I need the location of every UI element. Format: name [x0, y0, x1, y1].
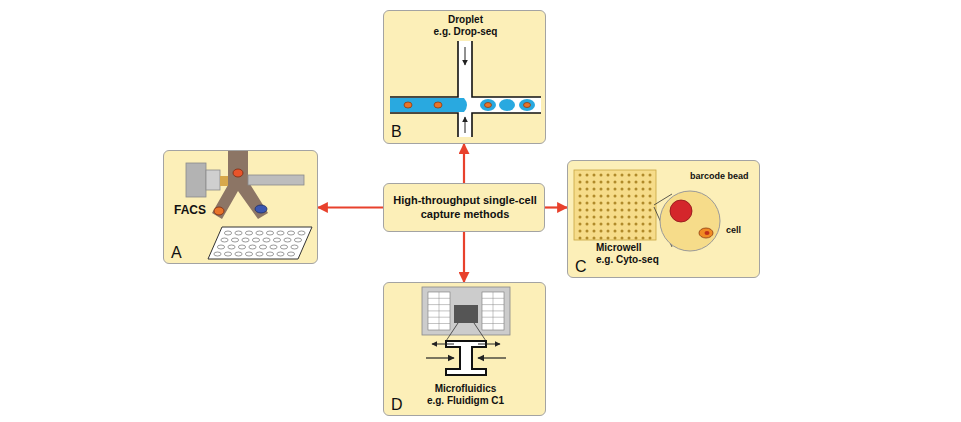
panel-heading: Microfluidics: [435, 383, 497, 395]
method-panel: Droplete.g. Drop-seqB: [383, 10, 546, 144]
panel-example: e.g. Fluidigm C1: [427, 395, 504, 407]
panel-heading: Droplet: [448, 14, 483, 26]
arrow-connector: [463, 232, 465, 282]
panel-heading: FACS: [174, 203, 206, 217]
panel-example: e.g. Drop-seq: [434, 26, 498, 38]
panel-example: e.g. Cyto-seq: [596, 254, 659, 266]
panel-letter: B: [391, 122, 402, 141]
arrow-connector: [318, 206, 383, 208]
panel-heading: Microwell: [596, 242, 642, 254]
panel-letter: C: [575, 257, 587, 276]
method-panel: Microfluidicse.g. Fluidigm C1 D: [383, 282, 546, 416]
panel-letter: A: [171, 243, 182, 262]
arrow-connector: [463, 144, 465, 183]
callout-label: barcode bead: [690, 171, 749, 182]
method-panel: Microwelle.g. Cyto-seq barcode bead cellC: [567, 160, 760, 278]
hub-box: High-throughput single-cell capture meth…: [383, 183, 545, 232]
hub-title: High-throughput single-cell capture meth…: [390, 194, 540, 220]
callout-label: cell: [726, 225, 741, 236]
panel-letter: D: [391, 395, 403, 414]
method-panel: FACS A: [163, 150, 318, 264]
arrow-connector: [545, 206, 567, 208]
